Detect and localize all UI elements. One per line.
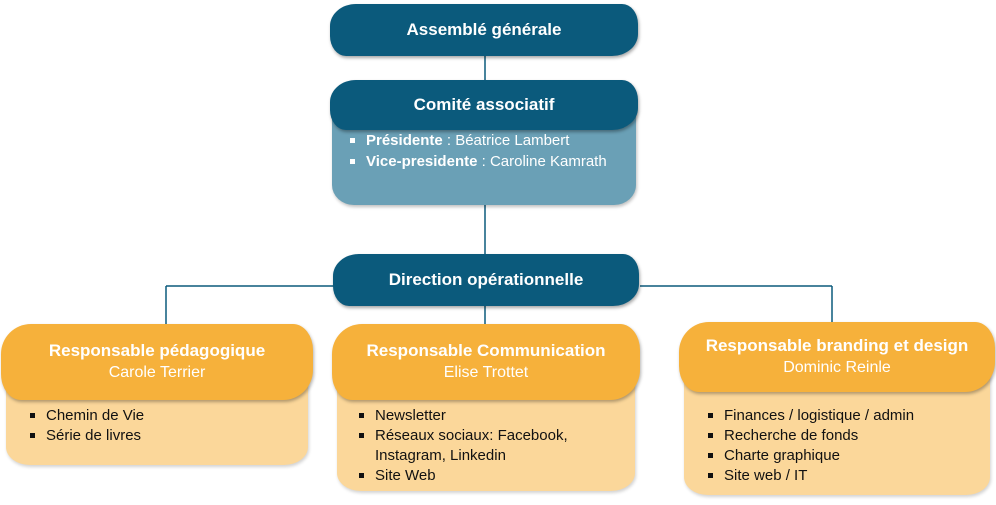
comite-member-item: Présidente : Béatrice Lambert [350,130,636,151]
task-item: Recherche de fonds [708,426,990,446]
responsable-communication-tasks: Newsletter Réseaux sociaux: Facebook, In… [337,383,635,491]
comite-member-list: Présidente : Béatrice Lambert Vice-presi… [350,130,636,172]
task-item: Finances / logistique / admin [708,406,990,426]
task-list: Finances / logistique / admin Recherche … [708,406,990,486]
responsable-person: Elise Trottet [443,364,529,381]
responsable-branding-tasks: Finances / logistique / admin Recherche … [684,373,990,495]
comite-associatif-header: Comité associatif [330,80,638,130]
task-item: Newsletter [359,406,623,426]
responsable-branding-header: Responsable branding et design Dominic R… [679,322,995,392]
responsable-communication-header: Responsable Communication Elise Trottet [332,324,640,400]
task-item: Série de livres [30,426,308,446]
assemble-generale-box: Assemblé générale [330,4,638,56]
responsable-title: Responsable branding et design [705,336,969,355]
member-role: Présidente [366,132,443,149]
task-item: Charte graphique [708,446,990,466]
task-item: Réseaux sociaux: Facebook, Instagram, Li… [359,426,623,466]
task-list: Chemin de Vie Série de livres [30,406,308,446]
responsable-person: Dominic Reinle [783,359,891,376]
task-list: Newsletter Réseaux sociaux: Facebook, In… [359,406,623,486]
member-name: : Caroline Kamrath [477,153,607,170]
assemble-generale-title: Assemblé générale [406,20,562,39]
responsable-person: Carole Terrier [108,364,206,381]
member-role: Vice-presidente [366,153,478,170]
task-item: Chemin de Vie [30,406,308,426]
responsable-title: Responsable pédagogique [48,341,266,360]
comite-associatif-title: Comité associatif [413,95,555,114]
comite-member-item: Vice-presidente : Caroline Kamrath [350,151,636,172]
responsable-pedagogique-header: Responsable pédagogique Carole Terrier [1,324,313,400]
direction-operationnelle-box: Direction opérationnelle [333,254,639,306]
task-item: Site Web [359,466,623,486]
member-name: : Béatrice Lambert [442,132,570,149]
responsable-title: Responsable Communication [366,341,606,360]
direction-operationnelle-title: Direction opérationnelle [388,270,584,289]
task-item: Site web / IT [708,466,990,486]
